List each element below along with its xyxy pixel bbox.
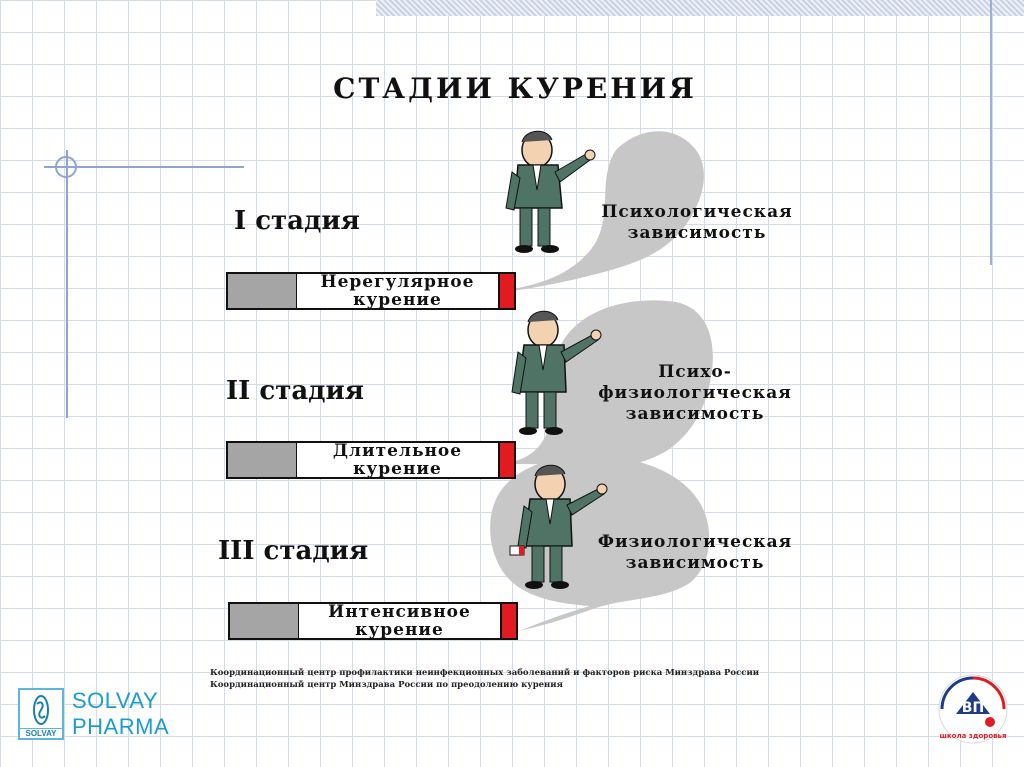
cigarette-icon: Длительное курение	[226, 441, 516, 479]
cigarette-icon: Нерегулярное курение	[226, 272, 516, 310]
decorative-line-horizontal	[44, 166, 244, 168]
vp-school-logo-icon: ВП школа здоровья	[936, 672, 1010, 750]
stage-2-dependence: Психо- физиологическая зависимость	[598, 362, 792, 424]
stage-1-label: I стадия	[234, 206, 360, 236]
solvay-logo-icon: SOLVAY	[18, 688, 64, 740]
cigarette-paper: Длительное курение	[296, 441, 500, 479]
cigarette-filter	[228, 602, 298, 640]
decorative-line-left	[66, 150, 68, 418]
stage-3-dependence: Физиологическая зависимость	[597, 532, 793, 573]
vp-mark-text: ВП	[962, 700, 984, 716]
cigarette-filter	[226, 441, 296, 479]
page-title: СТАДИИ КУРЕНИЯ	[333, 72, 697, 105]
stage-2-smoking-type: Длительное курение	[332, 441, 463, 479]
decorative-circle	[55, 156, 77, 178]
stage-1-smoking-type: Нерегулярное курение	[320, 272, 475, 310]
solvay-box-label: SOLVAY	[20, 728, 62, 738]
stage-1-dependence: Психологическая зависимость	[601, 202, 793, 243]
smoking-man-icon	[511, 310, 602, 435]
footer-line-1: Координационный центр профилактики неинф…	[210, 668, 760, 678]
solvay-brand-line1: SOLVAY	[72, 688, 159, 713]
cigarette-paper: Нерегулярное курение	[296, 272, 500, 310]
cigarette-filter	[226, 272, 296, 310]
smoke-cloud-icon	[512, 300, 713, 469]
top-decorative-band	[376, 0, 1024, 16]
vp-emblem-icon: ВП школа здоровья	[938, 674, 1008, 744]
cigarette-burning-tip	[500, 441, 516, 479]
school-text: школа здоровья	[940, 732, 1007, 740]
cigarette-icon: Интенсивное курение	[228, 602, 518, 640]
stage-2-label: II стадия	[226, 376, 364, 406]
cigarette-burning-tip	[500, 272, 516, 310]
stage-3-smoking-type: Интенсивное курение	[328, 602, 471, 640]
cigarette-paper: Интенсивное курение	[298, 602, 502, 640]
footer-line-2: Координационный центр Минздрава России п…	[210, 680, 563, 690]
smoking-man-icon	[509, 464, 608, 589]
decorative-line-right	[990, 0, 992, 265]
solvay-brand-line2: PHARMA	[72, 714, 170, 739]
stage-3-label: III стадия	[218, 536, 369, 566]
cigarette-burning-tip	[502, 602, 518, 640]
smoke-cloud-icon	[512, 131, 704, 291]
smoking-man-icon	[505, 130, 596, 253]
solvay-emblem-icon	[33, 695, 49, 725]
